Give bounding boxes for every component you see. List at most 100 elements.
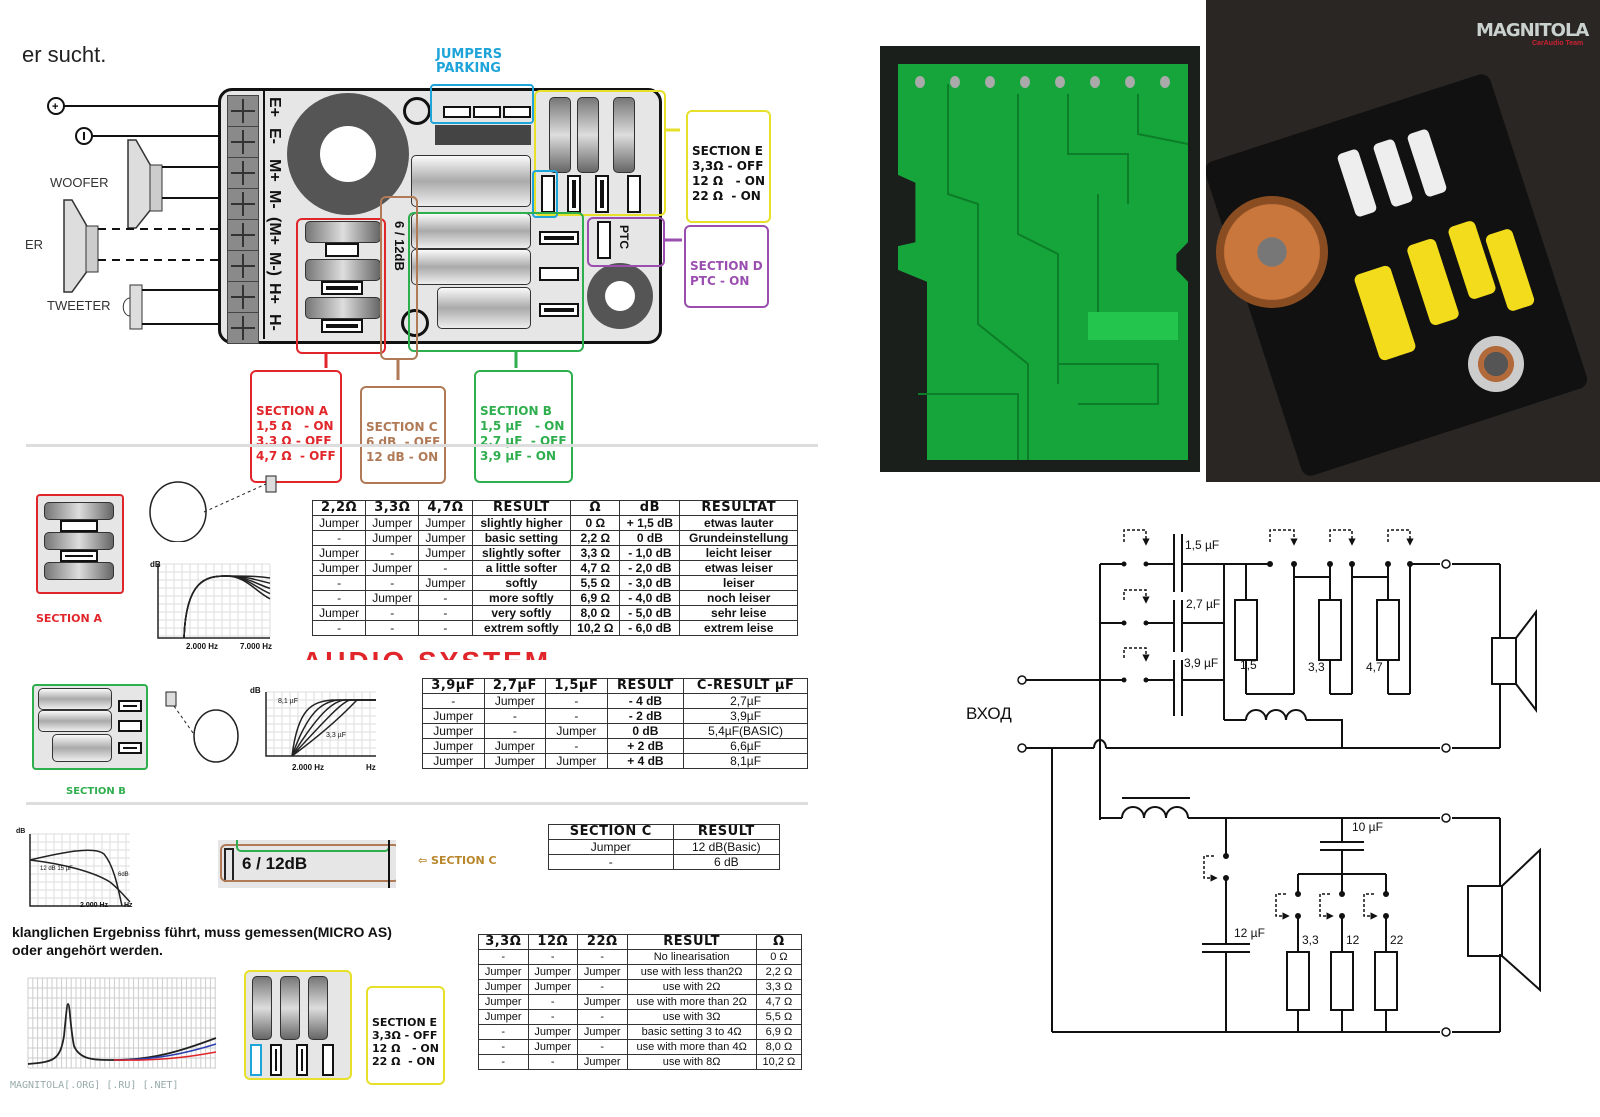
table-cell: 0 Ω — [755, 949, 803, 965]
table-cell: - — [577, 949, 628, 965]
jumper-closed[interactable] — [567, 175, 581, 213]
curve-label: 12 dB 15 µF — [40, 866, 73, 872]
section-b-response-graph — [265, 691, 376, 757]
section-b-caption: SECTION B — [66, 786, 126, 797]
table-cell: Jumper — [418, 545, 473, 561]
section-title: SECTION B — [480, 404, 552, 418]
section-line: 12 dB - ON — [366, 450, 439, 464]
table-cell: - — [365, 620, 420, 636]
graph-y-label: dB — [250, 686, 261, 695]
jumper-closed[interactable] — [539, 303, 579, 317]
resistor-label: 3,3 — [1308, 660, 1325, 674]
resistor-label: 4,7 — [1366, 660, 1383, 674]
jumper-closed[interactable] — [595, 175, 609, 213]
section-line: 3,9 µF - ON — [480, 449, 557, 463]
table-cell: - — [527, 1009, 578, 1025]
table-cell: + 2 dB — [606, 738, 685, 754]
table-cell: - — [311, 575, 367, 591]
jumper-closed[interactable] — [321, 319, 363, 333]
section-d-highlight — [587, 217, 665, 267]
table-cell: - 4,0 dB — [619, 590, 681, 606]
parked-jumper[interactable] — [473, 106, 501, 118]
table-cell: - — [483, 723, 547, 739]
cap-label: 2,7 µF — [1186, 597, 1221, 611]
table-cell: Jumper — [548, 839, 674, 855]
input-label: ВХОД — [966, 704, 1012, 723]
table-cell: sehr leise — [679, 605, 798, 621]
capacitor — [411, 155, 531, 207]
cap-label: 1,5 µF — [1185, 538, 1220, 552]
table-cell: a little softer — [471, 560, 572, 576]
resistor — [613, 97, 635, 173]
table-cell: Jumper — [422, 753, 485, 769]
terminal-screw-icon — [227, 95, 259, 127]
section-title: SECTION E — [372, 1016, 438, 1029]
table-cell: 0 dB — [619, 530, 681, 546]
table-cell: 6 dB — [672, 854, 781, 870]
magnitola-logo-sub: CarAudio Team — [1532, 40, 1584, 47]
table-e-header: 3,3Ω — [478, 934, 529, 950]
section-a-response-graph — [157, 563, 271, 639]
table-a-header: RESULT — [471, 500, 572, 516]
section-b-closeup — [32, 684, 148, 770]
section-title: SECTION E — [692, 144, 763, 158]
table-cell: basic setting — [471, 530, 572, 546]
curve-label: 6dB — [118, 872, 129, 878]
table-b-header: RESULT — [606, 678, 685, 694]
table-cell: Jumper — [365, 590, 420, 606]
table-cell: extrem leise — [679, 620, 798, 636]
woofer-label: WOOFER — [50, 175, 109, 190]
jumper-open[interactable] — [325, 243, 359, 257]
cap-label: 12 µF — [1234, 926, 1265, 940]
response-curve — [291, 699, 376, 757]
jumper-open[interactable] — [627, 175, 641, 213]
table-cell: etwas leiser — [679, 560, 798, 576]
jumper-closed[interactable] — [321, 281, 363, 295]
ptc-jumper[interactable] — [597, 221, 611, 259]
table-cell: - — [577, 1009, 628, 1025]
switch-label: 6 / 12dB — [242, 854, 308, 873]
terminal-screw-icon — [227, 157, 259, 189]
table-cell: Jumper — [577, 1054, 628, 1070]
table-a-header: Ω — [570, 500, 621, 516]
table-b-header: C-RESULT µF — [683, 678, 808, 694]
terminal-icon — [1017, 559, 1451, 1037]
table-cell: 10,2 Ω — [570, 620, 621, 636]
table-cell: Jumper — [418, 530, 473, 546]
parked-jumper[interactable] — [443, 106, 471, 118]
jumper-open[interactable] — [539, 267, 579, 281]
response-curve — [183, 575, 271, 639]
table-cell: Jumper — [545, 723, 608, 739]
table-row: -6 dB — [548, 854, 781, 870]
section-title: SECTION C — [366, 420, 438, 434]
table-cell: Grundeinstellung — [679, 530, 798, 546]
parked-jumper[interactable] — [503, 106, 531, 118]
table-cell: 10,2 Ω — [755, 1054, 803, 1070]
curve-label: 8,1 µF — [278, 698, 298, 705]
section-b-highlight — [408, 212, 584, 352]
table-cell: - — [545, 693, 608, 709]
table-cell: - — [418, 560, 473, 576]
impedance-curve-red — [113, 1051, 217, 1061]
table-cell: - 4 dB — [606, 693, 685, 709]
table-cell: Jumper — [311, 545, 367, 561]
crossover-board: E+ E- M+ M- (M+ M-) H+ H- 6 / 12dB PTC — [218, 88, 662, 344]
jumper-closed[interactable] — [539, 231, 579, 245]
terminal-screw-icon — [227, 219, 259, 251]
table-cell: - — [365, 575, 420, 591]
table-cell: 3,3 Ω — [570, 545, 621, 561]
table-cell: - — [545, 738, 608, 754]
section-e-parking-highlight — [532, 170, 558, 218]
table-cell: use with less than2Ω — [626, 964, 757, 980]
pcb-front-photo: MAGNITOLA CarAudio Team — [1206, 0, 1600, 482]
table-cell: 0 Ω — [570, 515, 621, 531]
response-curve — [291, 699, 376, 757]
